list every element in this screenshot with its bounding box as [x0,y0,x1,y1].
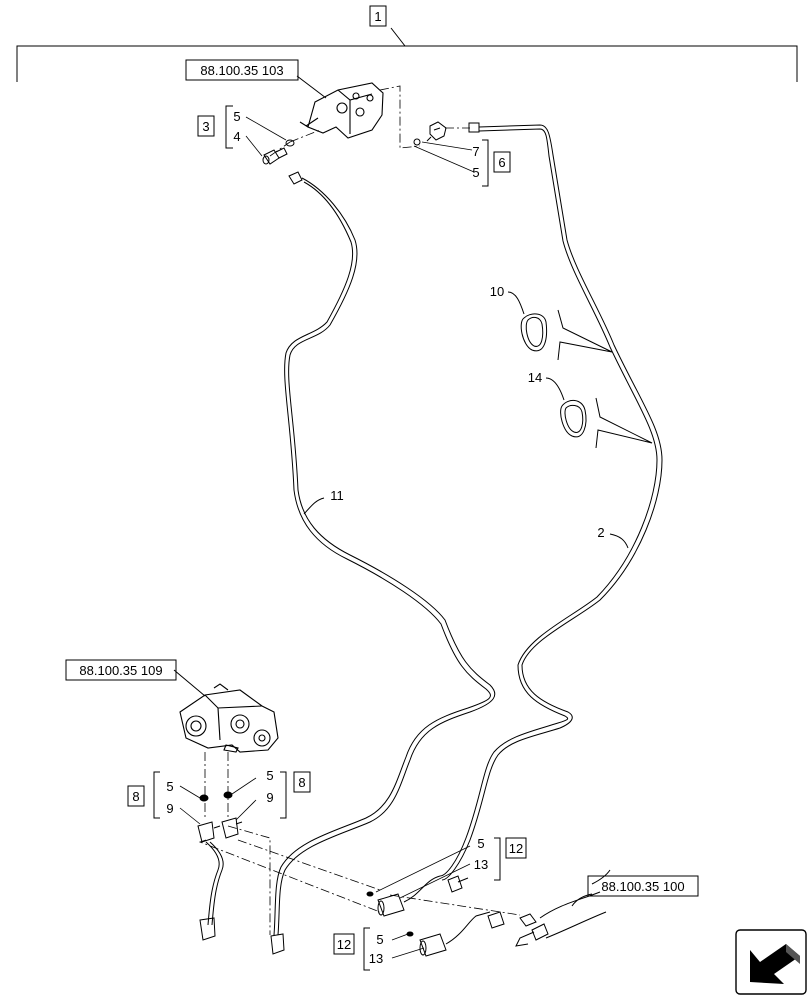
ref-box-top[interactable] [185,59,299,81]
group-12-lower-label: 12 [337,937,351,952]
ref-mid-label[interactable]: 88.100.35 109 [79,663,162,678]
group-3-label: 3 [202,119,209,134]
callout-top-left-5: 5 [233,109,240,124]
leader-valve-right [571,893,593,907]
leader-11 [303,497,325,515]
ref-box-right[interactable] [587,875,699,897]
group-8-right-label: 8 [298,775,305,790]
ref-top-label[interactable]: 88.100.35 103 [200,63,283,78]
callout-top-right-5: 5 [472,165,479,180]
hose-lower-left [199,841,285,955]
group-box-6[interactable] [493,151,511,173]
hose-11 [273,171,496,936]
callout-mid-right-9: 9 [266,790,273,805]
arrow-bottom-left-icon[interactable] [735,929,807,995]
group-box-8-right[interactable] [293,771,311,793]
leader-valve-mid [173,669,206,697]
group-6-label: 6 [498,155,505,170]
group-box-12-lower[interactable] [333,933,355,955]
callout-low-upper-13: 13 [474,857,488,872]
group-1-label: 1 [374,9,381,24]
callout-leaders [179,116,475,959]
leader-valve-top [296,75,327,99]
fitting-top-left [262,139,295,165]
callout-2: 2 [597,525,604,540]
group-box-3[interactable] [197,115,215,137]
clamp-14 [560,397,653,449]
brackets [153,105,501,971]
callout-mid-right-5: 5 [266,768,273,783]
fitting-top-right [413,121,447,146]
ref-box-mid[interactable] [65,659,177,681]
leader-10 [507,291,525,315]
leader-2 [609,533,629,549]
group-box-8-left[interactable] [127,785,145,807]
callout-low-lower-5: 5 [376,932,383,947]
fittings-low-lower [406,911,505,957]
clamp-10 [520,309,613,361]
group-8-left-label: 8 [132,789,139,804]
centerlines-lower [198,752,521,935]
group-box-1[interactable] [369,5,387,27]
callout-top-left-4: 4 [233,129,240,144]
fittings-mid [197,791,243,843]
callout-mid-left-5: 5 [166,779,173,794]
assembly-bracket [16,27,798,82]
callout-14: 14 [528,370,542,385]
leader-14 [545,377,565,401]
callout-low-upper-5: 5 [477,836,484,851]
group-box-12-upper[interactable] [505,837,527,859]
group-12-upper-label: 12 [509,841,523,856]
right-valve-connection [515,869,611,947]
callout-mid-left-9: 9 [166,801,173,816]
callout-low-lower-13: 13 [369,951,383,966]
callout-top-right-7: 7 [472,144,479,159]
hose-2 [439,122,663,881]
callout-10: 10 [490,284,504,299]
fittings-low-upper [366,875,469,917]
ref-right-label[interactable]: 88.100.35 100 [601,879,684,894]
mid-valve-block [179,683,279,753]
callout-11: 11 [330,488,344,503]
top-valve-block [299,82,384,139]
